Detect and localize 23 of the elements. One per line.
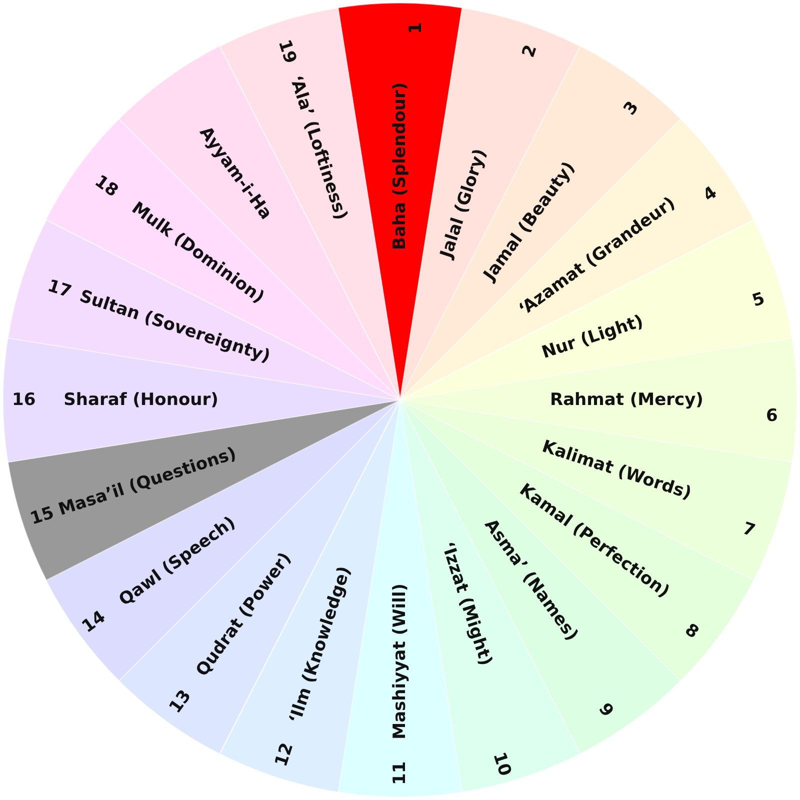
segment-number: 3 xyxy=(620,98,644,120)
segment-number: 2 xyxy=(518,42,542,60)
segment-number: 4 xyxy=(700,182,722,206)
segment-number: 11 xyxy=(390,761,410,785)
segment-number: 6 xyxy=(766,406,778,426)
segment-number: 8 xyxy=(680,620,702,644)
segment-number: 19 xyxy=(273,37,300,66)
segment-number: 15 xyxy=(28,502,57,530)
segment-number: 1 xyxy=(406,22,426,34)
segment-number: 5 xyxy=(750,288,768,312)
segment-number: 9 xyxy=(594,700,618,722)
segment-label: Sharaf (Honour) xyxy=(64,390,218,410)
segment-label: Rahmat (Mercy) xyxy=(550,390,704,410)
segment-number: 14 xyxy=(78,607,110,638)
segment-number: 17 xyxy=(44,276,74,303)
segment-number: 12 xyxy=(271,740,298,770)
segment-label: Mashiyyat (Will) xyxy=(390,583,410,740)
segment-number: 10 xyxy=(488,750,515,779)
segment-number: 18 xyxy=(90,171,122,202)
segment-number: 16 xyxy=(12,390,36,410)
segment-label: Baha (Splendour) xyxy=(390,82,410,250)
segment-number: 7 xyxy=(740,518,758,542)
segment-number: 13 xyxy=(165,686,196,718)
